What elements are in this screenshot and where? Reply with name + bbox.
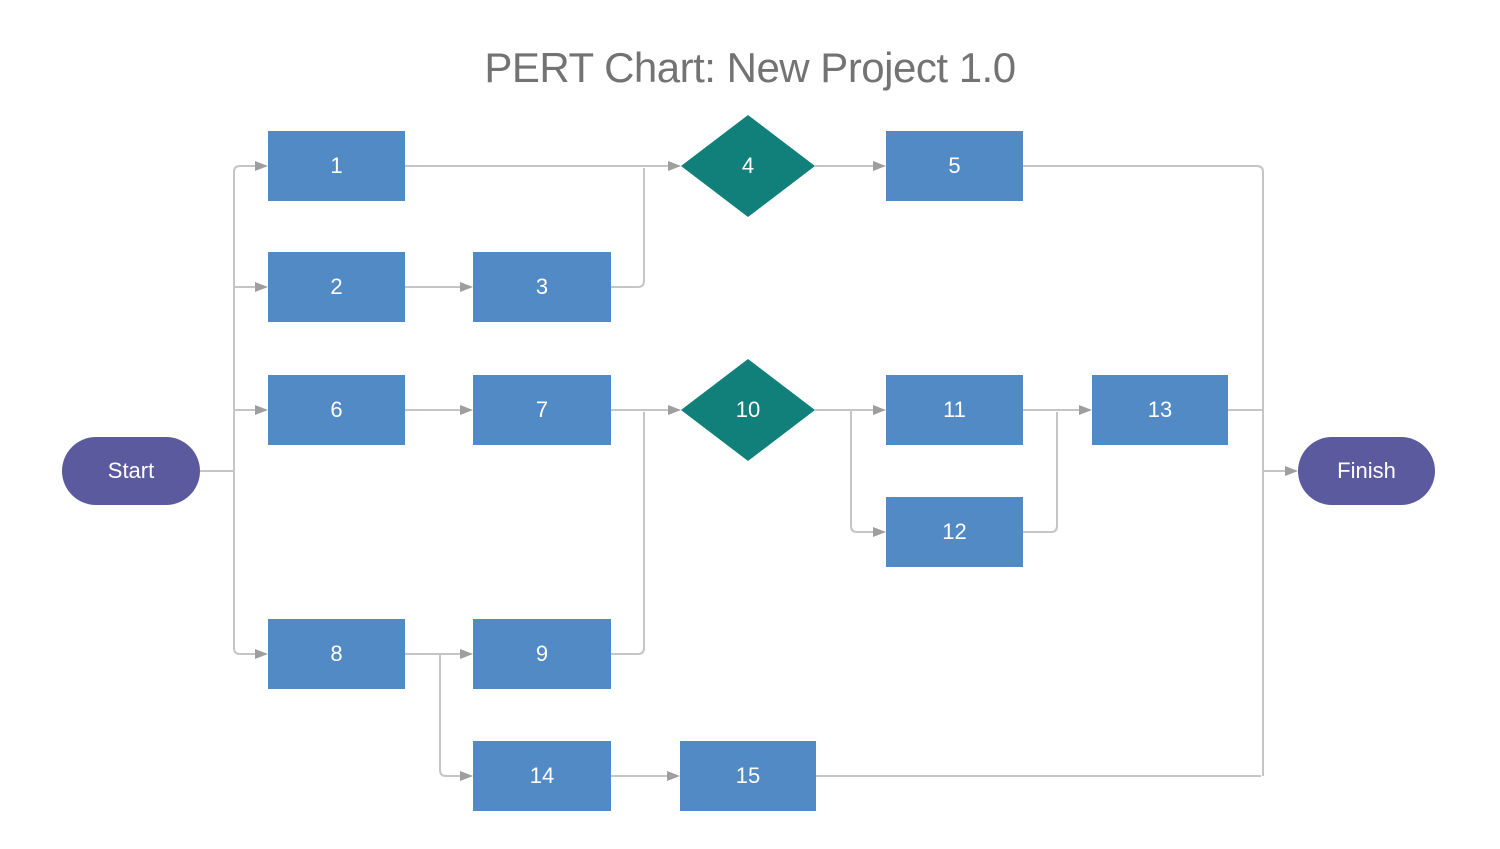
edge-task-12-to-task-13 [1023, 412, 1058, 533]
arrowhead-task-8-to-task-9 [460, 649, 473, 659]
arrowhead-milestone-4-to-task-5 [873, 161, 886, 171]
arrowhead-task-2-to-task-3 [460, 282, 473, 292]
arrowhead-task-14-to-task-15 [667, 771, 680, 781]
node-label: 15 [735, 763, 761, 788]
node-label: 9 [535, 641, 549, 666]
arrowhead-trunk-to-task-2 [255, 282, 268, 292]
node-task-9[interactable]: 9 [473, 619, 611, 689]
edge-trunk-to-task-8 [233, 471, 257, 655]
node-label: 10 [735, 397, 761, 422]
node-label: 12 [942, 519, 967, 544]
arrowhead-trunk-to-finish [1285, 466, 1298, 476]
node-task-8[interactable]: 8 [268, 619, 405, 689]
node-label: 4 [741, 153, 755, 178]
arrowhead-milestone-10-to-task-11 [873, 405, 886, 415]
node-label: 8 [330, 641, 343, 666]
arrowhead-trunk-to-task-8 [255, 649, 268, 659]
edge-task-3-to-milestone-4 [611, 168, 645, 288]
edge-task-5-to-trunk [1023, 165, 1264, 776]
node-label: 11 [943, 397, 966, 422]
node-finish[interactable]: Finish [1298, 437, 1435, 505]
node-label: 5 [948, 153, 961, 178]
node-task-5[interactable]: 5 [886, 131, 1023, 201]
arrowhead-task-6-to-task-7 [460, 405, 473, 415]
node-label: 7 [535, 397, 549, 422]
node-task-1[interactable]: 1 [268, 131, 405, 201]
node-label: 14 [529, 763, 555, 788]
node-label: 13 [1147, 397, 1173, 422]
edge-task-8-to-task-14 [439, 654, 462, 777]
node-label: Finish [1337, 458, 1396, 483]
node-label: 2 [330, 274, 343, 299]
arrowhead-trunk-to-task-1 [255, 161, 268, 171]
node-label: 6 [330, 397, 343, 422]
arrowhead-task-8-to-task-14 [460, 771, 473, 781]
arrowhead-task-11-to-task-13 [1079, 405, 1092, 415]
node-task-6[interactable]: 6 [268, 375, 405, 445]
edge-trunk-to-task-1 [233, 165, 257, 471]
node-task-15[interactable]: 15 [680, 741, 816, 811]
arrowhead-task-7-to-milestone-10 [668, 405, 681, 415]
node-label: Start [107, 458, 155, 483]
node-task-7[interactable]: 7 [473, 375, 611, 445]
arrowhead-task-1-to-milestone-4 [668, 161, 681, 171]
node-task-12[interactable]: 12 [886, 497, 1023, 567]
node-task-3[interactable]: 3 [473, 252, 611, 322]
node-task-11[interactable]: 11 [886, 375, 1023, 445]
node-label: 1 [330, 153, 343, 178]
node-task-13[interactable]: 13 [1092, 375, 1228, 445]
node-task-14[interactable]: 14 [473, 741, 611, 811]
edge-milestone-10-to-task-12 [850, 410, 875, 533]
node-label: 3 [535, 274, 549, 299]
arrowhead-milestone-10-to-task-12 [873, 527, 886, 537]
node-start[interactable]: Start [62, 437, 200, 505]
node-task-2[interactable]: 2 [268, 252, 405, 322]
diagram-title: PERT Chart: New Project 1.0 [484, 44, 1016, 91]
edge-task-9-to-milestone-10 [611, 412, 645, 655]
arrowhead-trunk-to-task-6 [255, 405, 268, 415]
